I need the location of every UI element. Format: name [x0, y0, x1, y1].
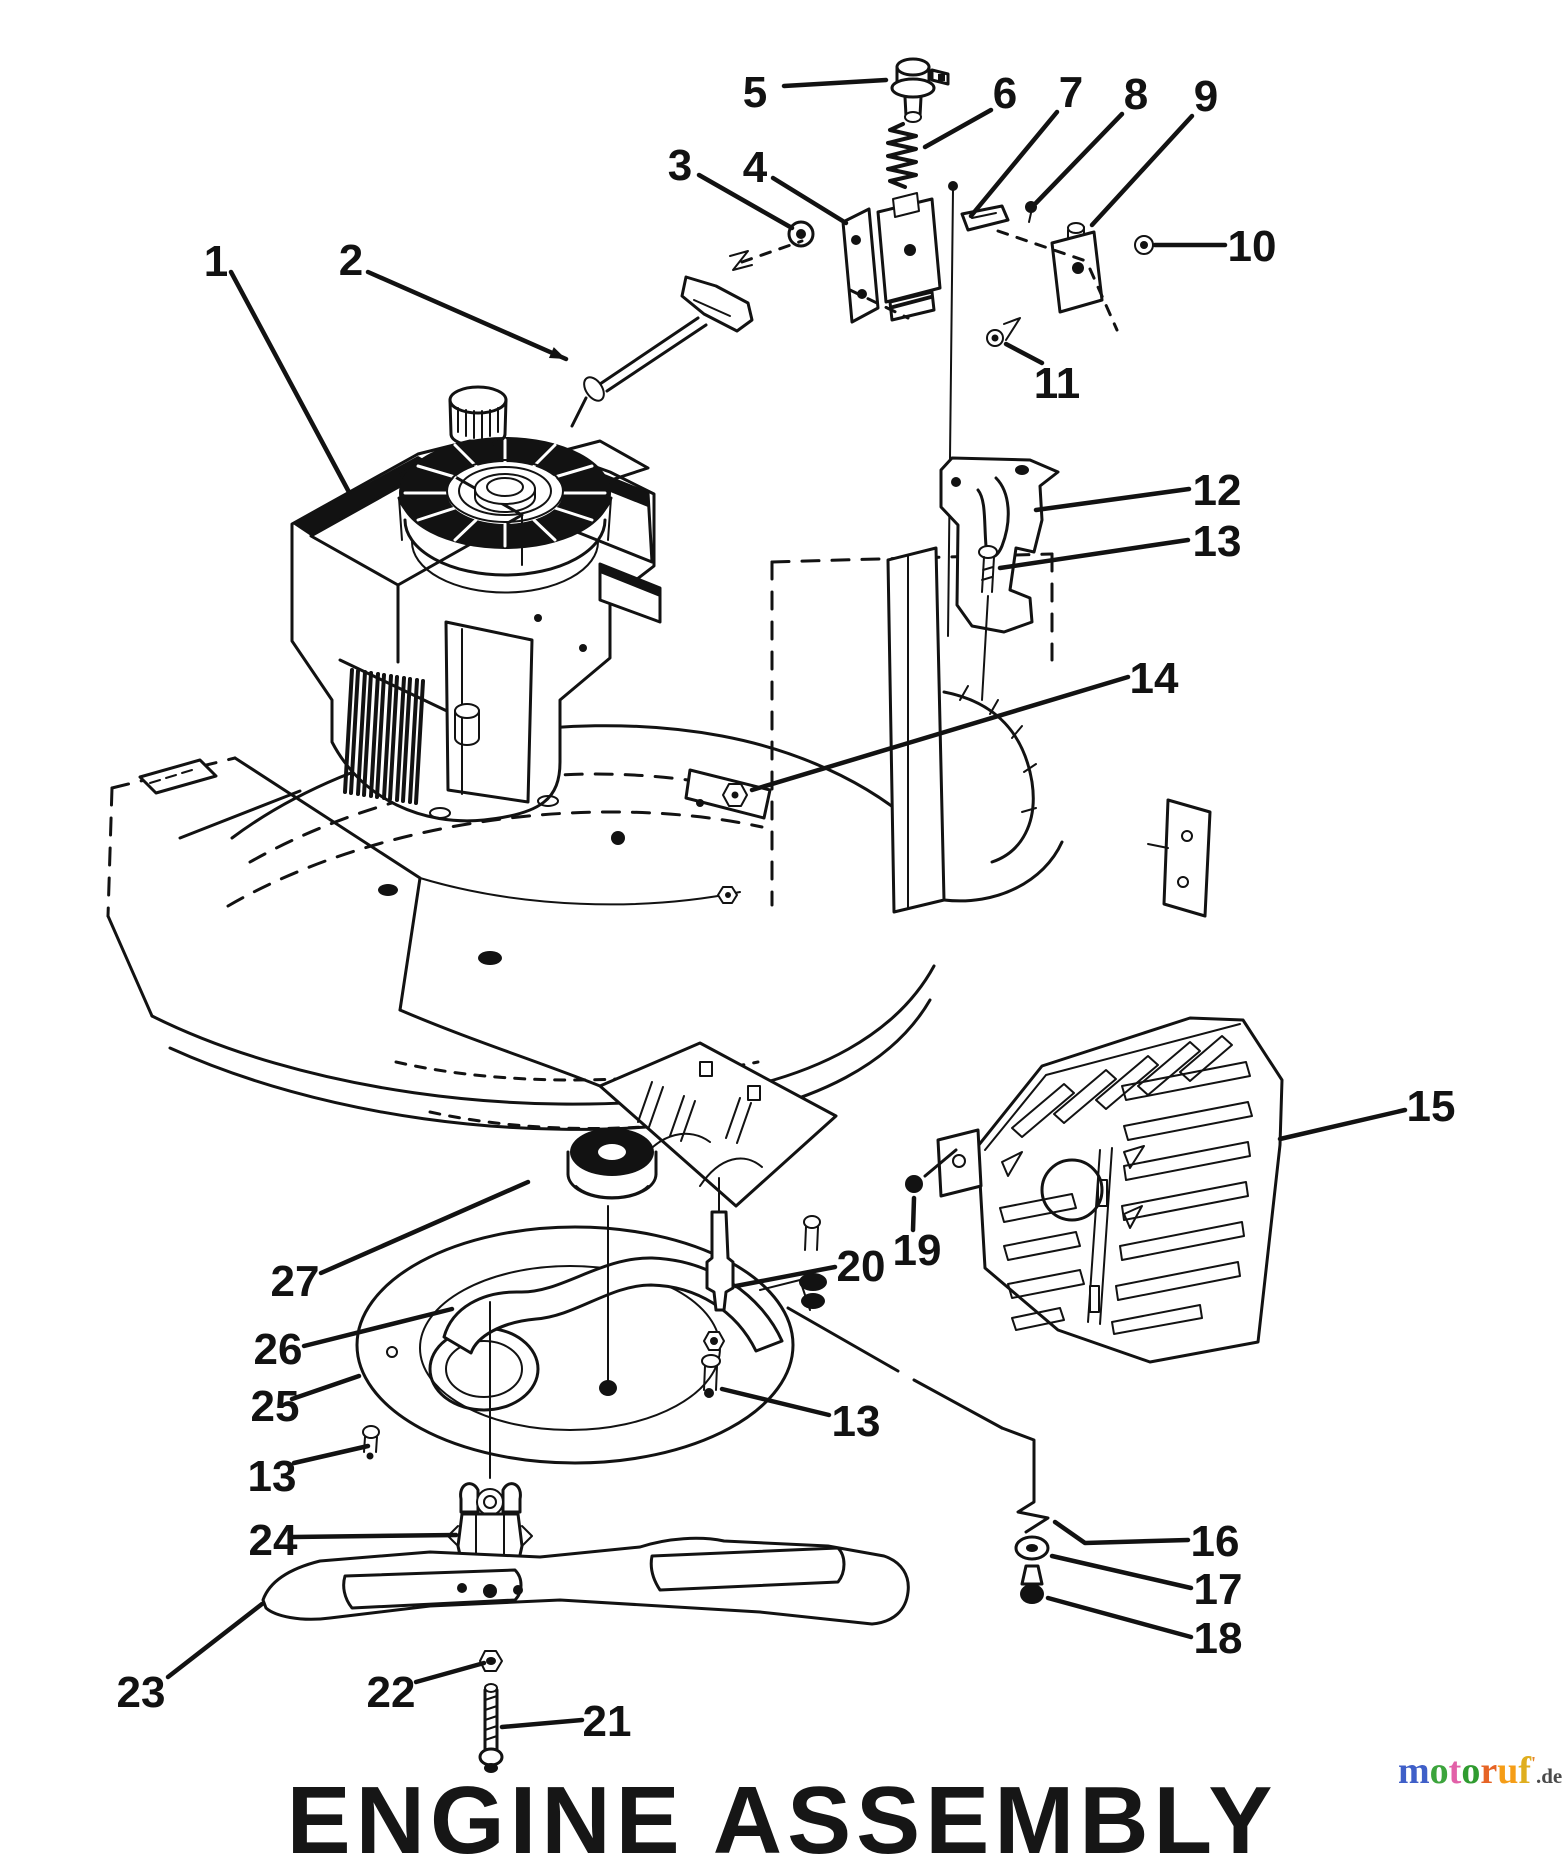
- brand-logo-letter: o: [1429, 1750, 1449, 1792]
- callout-leader-8: [1033, 111, 1125, 206]
- callout-label-8: 8: [1124, 70, 1148, 119]
- callout-leader-15: [1277, 1107, 1408, 1142]
- callout-leader-5: [781, 77, 889, 89]
- callout-leader-7: [968, 109, 1060, 219]
- brand-logo-letter: r: [1480, 1750, 1498, 1792]
- brand-logo-tick: ': [1530, 1753, 1536, 1773]
- callout-label-6: 6: [993, 69, 1017, 118]
- callout-leader-13: [997, 537, 1191, 571]
- callout-label-7: 7: [1059, 68, 1083, 117]
- callout-leader-14: [749, 674, 1131, 793]
- figure-title: ENGINE ASSEMBLY: [286, 1767, 1278, 1874]
- callout-leader-13: [291, 1443, 371, 1466]
- callout-leader-4: [770, 175, 849, 226]
- brand-logo-watermark: motoruf'.de: [1398, 1752, 1562, 1790]
- callout-leader-24: [290, 1532, 459, 1540]
- fuel-cap: [448, 385, 508, 448]
- brand-logo-suffix: .de: [1536, 1764, 1563, 1788]
- callout-label-2: 2: [339, 236, 363, 285]
- callout-leader-11: [1003, 341, 1045, 366]
- callout-label-5: 5: [743, 68, 767, 117]
- callout-leader-3: [696, 172, 795, 231]
- callout-leader-20: [733, 1264, 838, 1289]
- cover-plate-drawing: [355, 1215, 827, 1465]
- callout-label-20: 20: [837, 1242, 886, 1291]
- callout-label-17: 17: [1194, 1565, 1243, 1614]
- callout-label-19: 19: [893, 1226, 942, 1275]
- mower-deck-drawing: [106, 546, 1212, 1131]
- callout-label-3: 3: [668, 141, 692, 190]
- callout-label-13: 13: [1193, 517, 1242, 566]
- callout-leader-12: [1033, 486, 1192, 513]
- cooling-fins: [338, 658, 472, 805]
- exploded-parts-diagram: 1234567891011121314151617181920212223242…: [106, 57, 1456, 1773]
- callout-label-26: 26: [254, 1325, 303, 1374]
- engine-drawing: [290, 385, 772, 823]
- callout-leader-26: [301, 1306, 455, 1349]
- brand-logo-letter: u: [1497, 1750, 1519, 1792]
- callout-leader-19: [910, 1195, 917, 1233]
- callout-leader-18: [1045, 1595, 1194, 1640]
- callout-label-11: 11: [1034, 359, 1081, 408]
- parts-diagram-page: { "figure": { "caption_partial": "ENGINE…: [106, 57, 1563, 1874]
- callout-label-13: 13: [832, 1397, 881, 1446]
- callout-label-25: 25: [251, 1382, 300, 1431]
- brand-logo-letter: f: [1518, 1750, 1531, 1792]
- callout-leader-21: [499, 1717, 585, 1730]
- dipstick-drawing: [570, 275, 754, 428]
- drive-and-blade-parts-drawing: [261, 1128, 1050, 1773]
- callout-leader-9: [1089, 113, 1195, 228]
- callout-label-23: 23: [117, 1668, 166, 1717]
- callout-leader-6: [922, 107, 994, 150]
- callout-label-16: 16: [1191, 1517, 1240, 1566]
- callout-label-21: 21: [583, 1697, 632, 1746]
- callout-label-22: 22: [367, 1668, 416, 1717]
- callout-leader-13: [719, 1386, 832, 1418]
- brand-logo-word: motoruf: [1398, 1750, 1531, 1792]
- callout-leader-27: [318, 1179, 531, 1276]
- callout-leader-2: [365, 269, 569, 362]
- brand-logo-letter: o: [1461, 1750, 1481, 1792]
- brand-logo-letter: m: [1398, 1750, 1430, 1792]
- brand-logo-letter: t: [1448, 1750, 1462, 1792]
- callout-label-9: 9: [1194, 72, 1218, 121]
- callout-label-14: 14: [1130, 654, 1179, 703]
- callout-leader-22: [413, 1660, 487, 1685]
- throttle-control-parts-drawing: [729, 57, 1154, 637]
- callout-label-10: 10: [1228, 222, 1277, 271]
- callout-leader-17: [1049, 1553, 1194, 1591]
- callout-leader-23: [165, 1601, 265, 1680]
- callout-label-13: 13: [248, 1452, 297, 1501]
- callout-label-15: 15: [1407, 1082, 1456, 1131]
- callout-label-27: 27: [271, 1257, 320, 1306]
- callout-label-12: 12: [1193, 466, 1242, 515]
- mounting-bracket-drawing: [939, 456, 1060, 701]
- callout-leader-1: [228, 269, 353, 497]
- callout-arrowhead-2: [548, 347, 566, 359]
- belt-cover-panel-drawing: [398, 1008, 838, 1208]
- callout-label-24: 24: [249, 1516, 298, 1565]
- callout-label-1: 1: [204, 237, 228, 286]
- callout-leader-16: [1052, 1519, 1191, 1546]
- muffler-guard-drawing: [905, 1016, 1284, 1364]
- callout-leader-25: [289, 1373, 362, 1402]
- callout-label-4: 4: [743, 143, 768, 192]
- callout-label-18: 18: [1194, 1614, 1243, 1663]
